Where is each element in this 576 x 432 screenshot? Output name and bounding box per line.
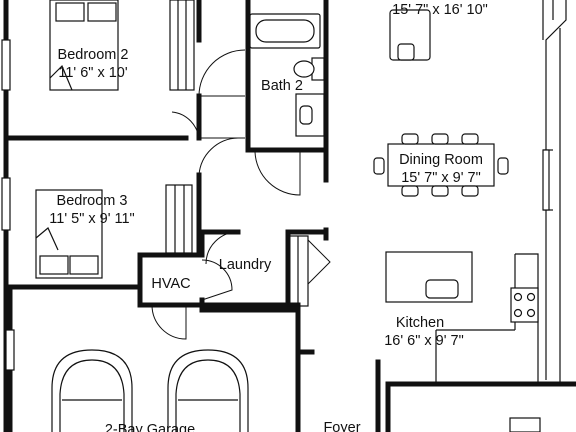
kitchen-counter [435, 253, 539, 384]
dining-table [373, 133, 509, 197]
bed-bedroom-2 [49, 0, 119, 91]
dining-room-dims: 15' 7" x 9' 7" [401, 170, 481, 186]
exterior-right-wall [542, 0, 567, 384]
bedroom-3-name: Bedroom 3 [57, 193, 128, 209]
door-hvac [201, 259, 233, 301]
bed-bedroom-3 [35, 189, 103, 279]
laundry-name: Laundry [219, 257, 272, 273]
foyer-closet [509, 417, 541, 432]
laundry-cabinet [287, 235, 331, 307]
door-hall [198, 137, 245, 176]
bedroom-2-dims: 11' 6" x 10' [58, 65, 127, 81]
garage-name: 2-Bay Garage [105, 422, 195, 432]
bedroom-3-dims: 11' 5" x 9' 11" [49, 211, 134, 227]
foyer-name: Foyer [323, 420, 360, 432]
door-laundry [205, 231, 239, 265]
bath-2-name: Bath 2 [261, 78, 303, 94]
closet-bedroom-3 [165, 184, 193, 254]
kitchen-island [385, 251, 473, 303]
kitchen-dims: 16' 6" x 9' 7" [384, 333, 464, 349]
dining-room-name: Dining Room [399, 152, 483, 168]
door-hvac-lower [151, 304, 187, 340]
bath-2 [249, 13, 325, 196]
hvac-name: HVAC [151, 276, 190, 292]
walls [3, 0, 576, 432]
door-hall-lower [171, 111, 200, 141]
garage-car-left [51, 349, 133, 432]
door-bedroom-2 [198, 49, 246, 97]
vanity [295, 93, 325, 137]
living-room-dims: 15' 7" x 16' 10" [392, 2, 488, 18]
door-bath-2 [254, 150, 301, 196]
windows-left [1, 39, 15, 371]
kitchen-name: Kitchen [396, 315, 444, 331]
bedroom-3 [35, 184, 193, 279]
living-sofa [389, 9, 431, 61]
bedroom-2 [49, 0, 246, 97]
closet-bedroom-2 [169, 0, 195, 91]
stove [510, 287, 539, 323]
bedroom-2-name: Bedroom 2 [58, 47, 129, 63]
garage-car-right [167, 349, 249, 432]
toilet [293, 57, 325, 81]
